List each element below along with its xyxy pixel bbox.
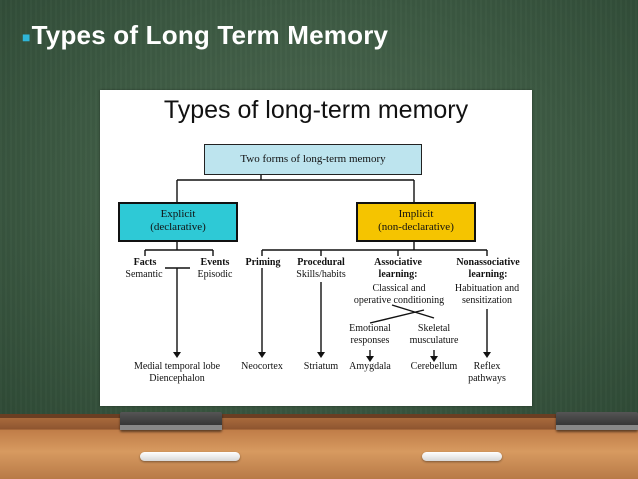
chalk-stick-left bbox=[140, 452, 240, 461]
structure-cerebellum: Cerebellum bbox=[404, 361, 464, 373]
root-label: Two forms of long-term memory bbox=[240, 153, 385, 165]
associative-label-2: learning: bbox=[362, 269, 434, 281]
implicit-label: Implicit bbox=[358, 208, 474, 221]
emotional-line-1: Emotional bbox=[340, 323, 400, 335]
chalk-ledge bbox=[0, 418, 638, 479]
explicit-sub: (declarative) bbox=[120, 221, 236, 234]
structure-amygdala: Amygdala bbox=[344, 361, 396, 373]
structure-striatum: Striatum bbox=[296, 361, 346, 373]
slide-title: ■Types of Long Term Memory bbox=[22, 20, 388, 51]
implicit-box: Implicit (non-declarative) bbox=[356, 202, 476, 242]
structure-pathways: pathways bbox=[462, 373, 512, 385]
connector-lines bbox=[100, 90, 532, 406]
facts-label: Facts bbox=[124, 257, 166, 269]
structure-neocortex: Neocortex bbox=[234, 361, 290, 373]
associative-label: Associative bbox=[362, 257, 434, 269]
slide-title-text: Types of Long Term Memory bbox=[32, 20, 389, 50]
eraser-left bbox=[120, 412, 222, 430]
procedural-label: Procedural bbox=[290, 257, 352, 269]
root-box: Two forms of long-term memory bbox=[204, 144, 422, 175]
nonassociative-label-2: learning: bbox=[450, 269, 526, 281]
explicit-label: Explicit bbox=[120, 208, 236, 221]
eraser-right bbox=[556, 412, 638, 430]
diagram-panel: Types of long-term memory bbox=[100, 90, 532, 406]
explicit-box: Explicit (declarative) bbox=[118, 202, 238, 242]
emotional-line-2: responses bbox=[340, 335, 400, 347]
bullet-icon: ■ bbox=[22, 29, 31, 45]
priming-label: Priming bbox=[240, 257, 286, 269]
skeletal-line-2: musculature bbox=[400, 335, 468, 347]
events-sub: Episodic bbox=[188, 269, 242, 281]
procedural-sub: Skills/habits bbox=[290, 269, 352, 281]
structure-mtl: Medial temporal lobe bbox=[124, 361, 230, 373]
events-label: Events bbox=[194, 257, 236, 269]
facts-sub: Semantic bbox=[114, 269, 174, 281]
structure-diencephalon: Diencephalon bbox=[124, 373, 230, 385]
nonassociative-sub-1: Habituation and bbox=[446, 283, 528, 295]
implicit-sub: (non-declarative) bbox=[358, 221, 474, 234]
nonassociative-label: Nonassociative bbox=[450, 257, 526, 269]
associative-sub-1: Classical and bbox=[356, 283, 442, 295]
structure-reflex: Reflex bbox=[462, 361, 512, 373]
associative-sub-2: operative conditioning bbox=[344, 295, 454, 307]
skeletal-line-1: Skeletal bbox=[400, 323, 468, 335]
nonassociative-sub-2: sensitization bbox=[446, 295, 528, 307]
chalk-stick-right bbox=[422, 452, 502, 461]
